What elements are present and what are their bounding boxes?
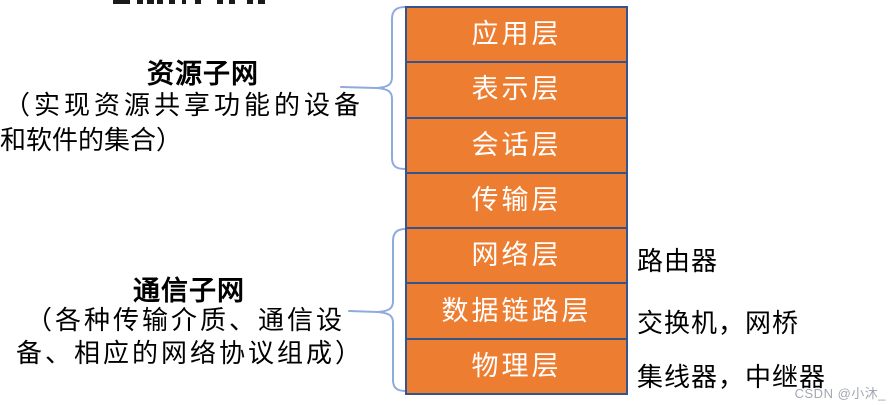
cropped-text-fragment [137,0,143,4]
comm-subnet-title: 通信子网 [133,276,245,306]
layer-label: 传输层 [471,184,562,215]
comm-subnet-desc-1: （各种传输介质、通信设 [26,305,346,335]
layer-label: 应用层 [471,19,562,50]
resource-subnet-desc-2: 和软件的集合） [0,125,183,155]
cropped-text-fragment [147,0,154,4]
layer-box-physical: 物理层 [407,337,626,393]
layer-label: 网络层 [471,240,562,271]
upper-brace-connector [340,86,378,89]
layer-box-transport: 传输层 [407,171,626,228]
device-label-physical: 集线器，中继器 [637,362,827,392]
layer-label: 表示层 [471,74,562,105]
cropped-text-fragment [247,0,253,4]
cropped-text-fragment [182,0,186,4]
osi-layer-stack: 应用层 表示层 会话层 传输层 网络层 数据链路层 物理层 [405,6,628,395]
layer-box-presentation: 表示层 [407,61,626,117]
cropped-text-fragment [217,0,223,4]
layer-box-network: 网络层 [407,227,626,283]
lower-brace-connector [348,310,379,313]
watermark: CSDN @小沐_ [794,386,886,401]
lower-brace [377,228,407,392]
layer-box-application: 应用层 [407,8,626,62]
comm-subnet-desc-2: 备、相应的网络协议组成） [16,338,365,368]
layer-label: 物理层 [471,350,562,381]
upper-brace [376,6,406,170]
cropped-text-fragment [169,0,175,4]
layer-label: 会话层 [471,129,562,160]
cropped-text-fragment [157,0,163,4]
cropped-text-fragment [229,0,235,4]
layer-box-datalink: 数据链路层 [407,282,626,338]
layer-box-session: 会话层 [407,116,626,172]
device-label-datalink: 交换机，网桥 [637,308,800,338]
resource-subnet-desc-1: （实现资源共享功能的设备 [4,90,365,120]
layer-label: 数据链路层 [441,295,592,326]
cropped-text-fragment [258,0,265,4]
resource-subnet-title: 资源子网 [147,59,259,89]
cropped-text-fragment [113,0,130,4]
cropped-text-fragment [195,0,201,4]
device-label-network: 路由器 [637,246,719,276]
